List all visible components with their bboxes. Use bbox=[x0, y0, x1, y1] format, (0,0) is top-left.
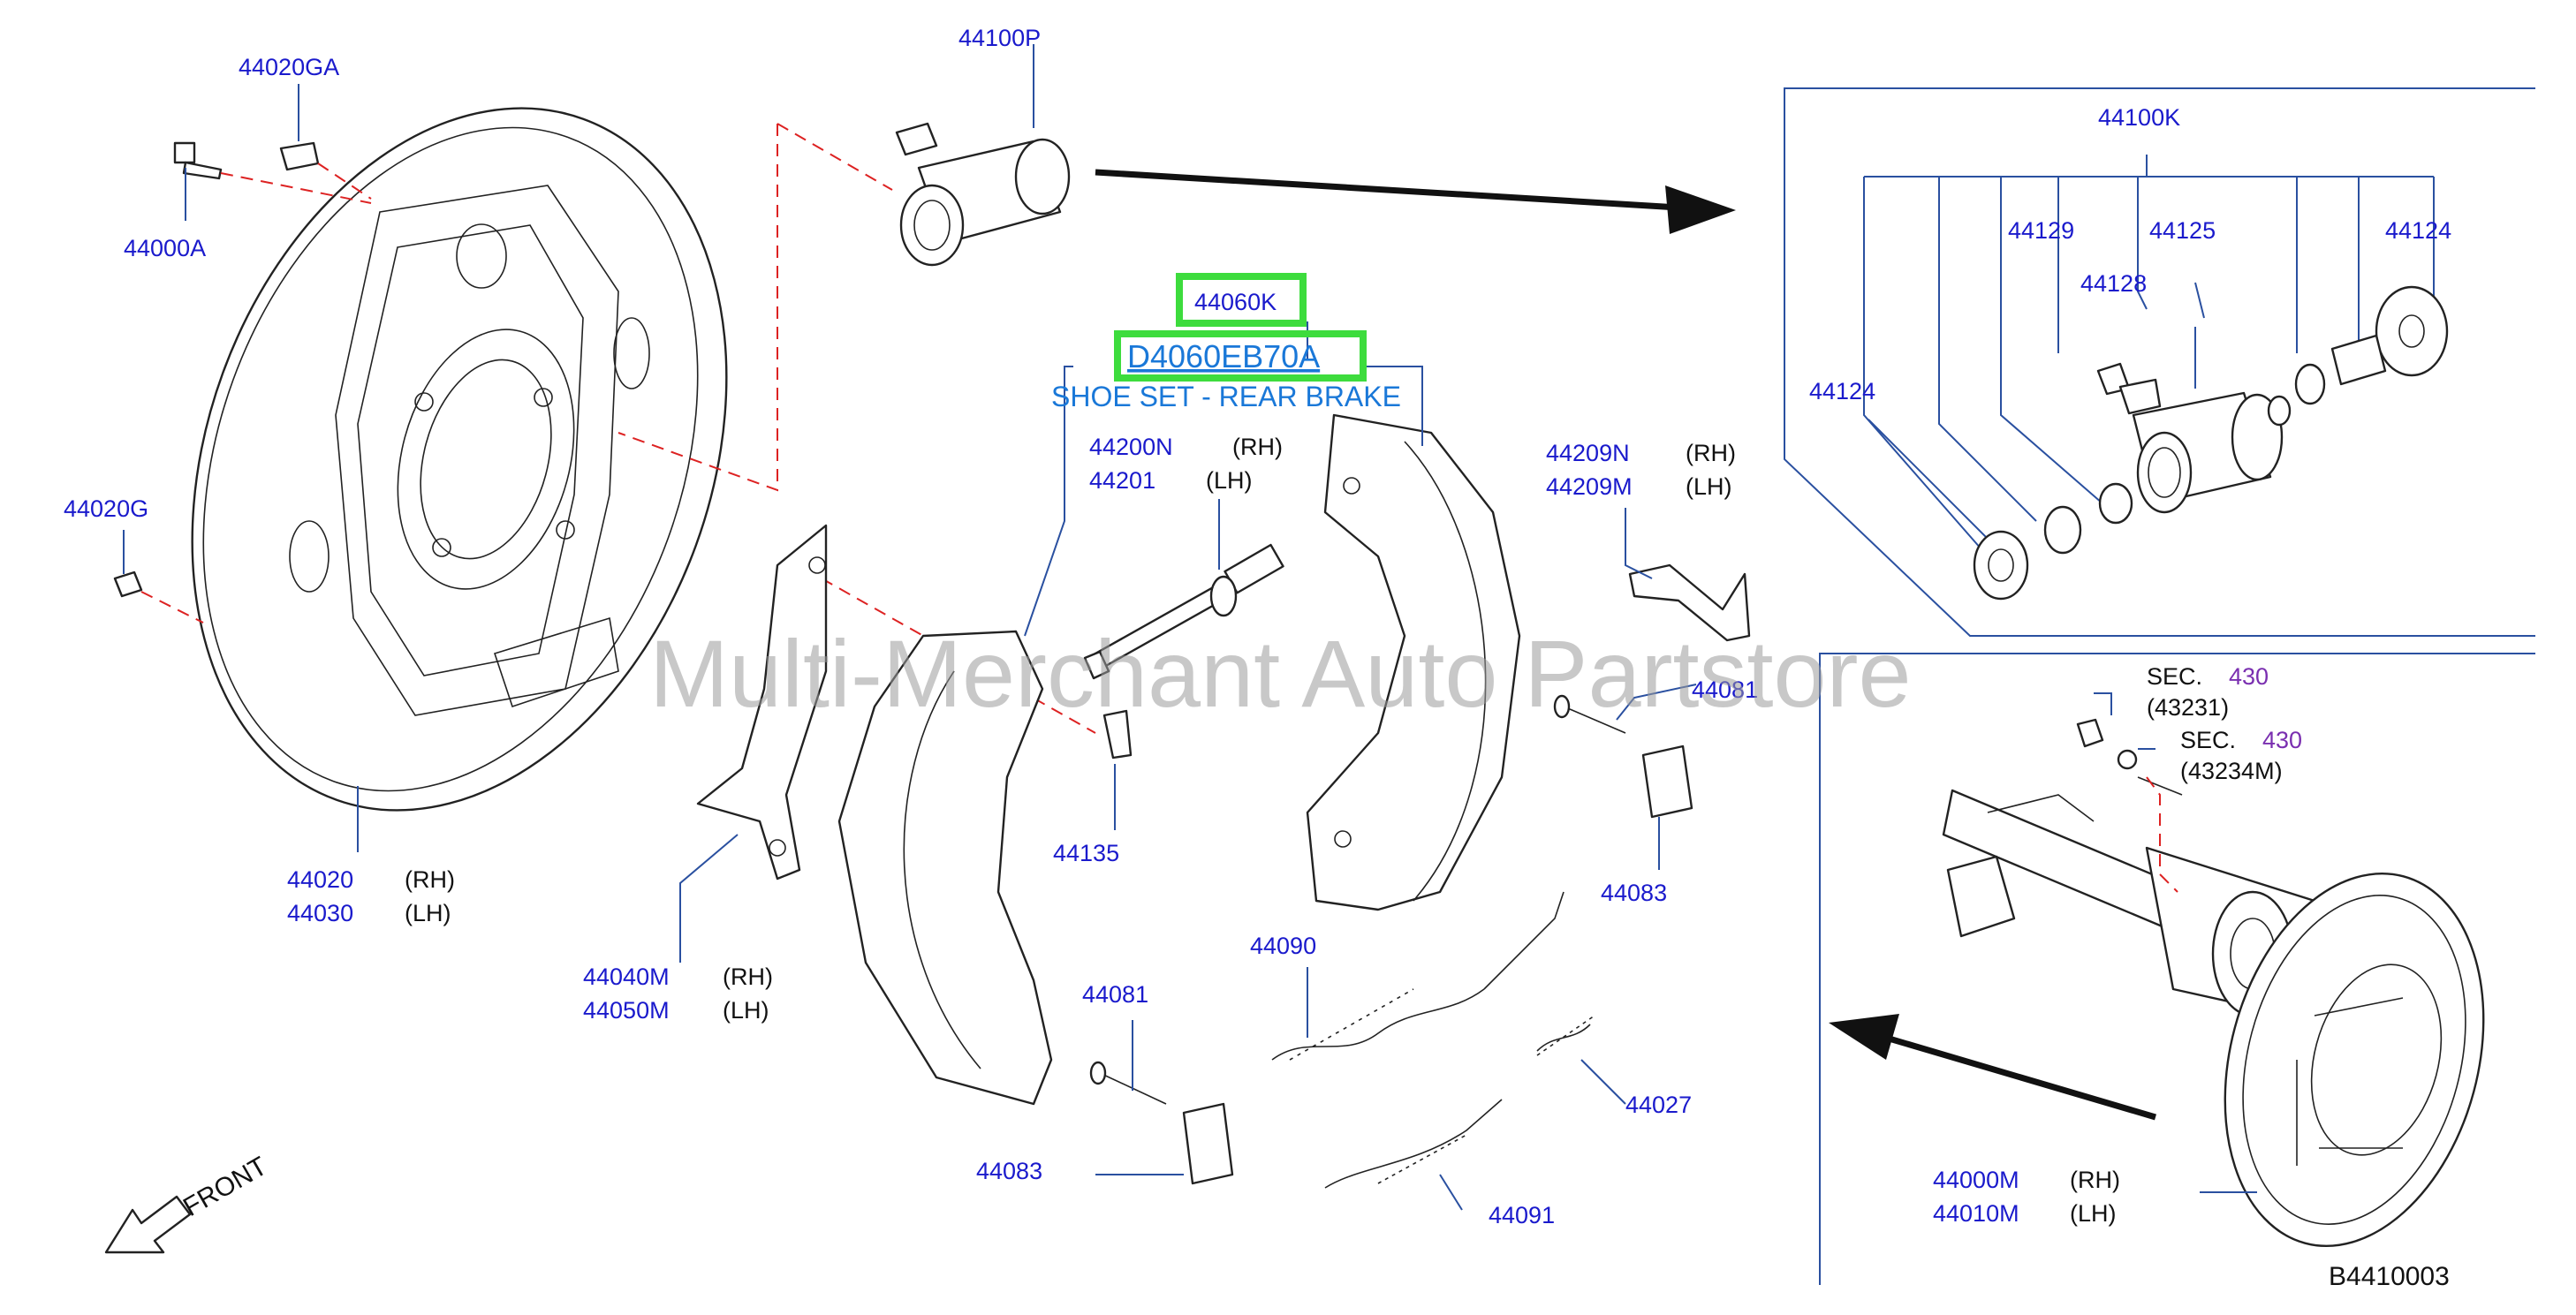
brake-shoe-right-drawing bbox=[1306, 413, 1521, 911]
hold-down-pin-drawing bbox=[1563, 706, 1626, 734]
highlight-box-oem-no bbox=[1114, 330, 1367, 382]
adjuster-lever-drawing bbox=[696, 524, 828, 880]
sec-ref-label: SEC. bbox=[2147, 663, 2202, 690]
label-44200N: 44200N bbox=[1089, 434, 1173, 460]
label-44209N: 44209N bbox=[1546, 440, 1630, 466]
label-side-rh: (RH) bbox=[1686, 440, 1736, 466]
label-44083: 44083 bbox=[976, 1158, 1042, 1184]
leader-lines bbox=[123, 44, 2257, 1211]
highlighted-part[interactable]: 44060K D4060EB70A SHOE SET - REAR BRAKE bbox=[1051, 273, 1401, 412]
label-side-lh: (LH) bbox=[723, 997, 769, 1024]
label-side-rh: (RH) bbox=[405, 866, 455, 893]
hold-down-cup-drawing bbox=[1641, 744, 1693, 819]
label-44020: 44020 bbox=[287, 866, 353, 893]
bolt-drawing bbox=[173, 141, 223, 180]
label-44081: 44081 bbox=[1082, 981, 1148, 1008]
assembly-line bbox=[2146, 776, 2178, 893]
retainer-pin-drawing bbox=[1102, 709, 1133, 760]
label-44027: 44027 bbox=[1625, 1092, 1692, 1118]
adjuster-drawing bbox=[1083, 543, 1284, 680]
sec-ref-label: SEC. bbox=[2180, 727, 2236, 753]
label-44020G: 44020G bbox=[64, 495, 148, 522]
arrow-to-assembly bbox=[1829, 1014, 2156, 1121]
brake-shoe-left-drawing bbox=[837, 630, 1053, 1106]
label-side-lh: (LH) bbox=[1686, 473, 1732, 500]
label-44010M: 44010M bbox=[1933, 1200, 2019, 1227]
label-44124: 44124 bbox=[2385, 217, 2451, 244]
label-side-rh: (RH) bbox=[1232, 434, 1283, 460]
label-44050M: 44050M bbox=[583, 997, 670, 1024]
brake-assembly-drawing bbox=[2224, 872, 2485, 1248]
backing-plate-drawing bbox=[191, 107, 728, 812]
label-44083: 44083 bbox=[1601, 880, 1667, 906]
diagram-code: B4410003 bbox=[2329, 1262, 2450, 1291]
label-44040M: 44040M bbox=[583, 964, 670, 990]
sec-ref-part: (43234M) bbox=[2180, 758, 2283, 784]
plug-drawing bbox=[113, 571, 143, 598]
assembly-line bbox=[617, 124, 778, 492]
label-44129: 44129 bbox=[2008, 217, 2074, 244]
label-side-lh: (LH) bbox=[2070, 1200, 2117, 1227]
label-44135: 44135 bbox=[1053, 840, 1119, 866]
label-side-lh: (LH) bbox=[405, 900, 451, 926]
hold-down-cup-drawing bbox=[1182, 1102, 1234, 1185]
label-44124: 44124 bbox=[1809, 378, 1875, 404]
front-label: FRONT bbox=[178, 1152, 272, 1222]
front-arrow-icon bbox=[104, 1195, 192, 1254]
highlight-part-number: 44060K bbox=[1194, 289, 1277, 315]
spring-drawing bbox=[1536, 1015, 1595, 1056]
sec-ref-part: (43231) bbox=[2147, 694, 2229, 721]
assembly-line bbox=[777, 123, 893, 191]
return-spring-drawing bbox=[1271, 891, 1565, 1061]
oem-part-link[interactable]: D4060EB70A bbox=[1127, 338, 1320, 374]
assembly-line bbox=[317, 162, 372, 200]
part-description: SHOE SET - REAR BRAKE bbox=[1051, 381, 1401, 412]
label-side-rh: (RH) bbox=[723, 964, 773, 990]
assembly-line bbox=[821, 578, 1096, 734]
label-side-lh: (LH) bbox=[1206, 467, 1253, 494]
label-44091: 44091 bbox=[1489, 1202, 1555, 1228]
label-44100K: 44100K bbox=[2098, 104, 2180, 131]
clip-drawing bbox=[279, 141, 320, 171]
wheel-cylinder-exploded-drawing bbox=[1863, 155, 2449, 601]
label-44000M: 44000M bbox=[1933, 1167, 2019, 1193]
highlight-box-part-no bbox=[1176, 273, 1307, 327]
spring-clip-drawing bbox=[1628, 563, 1751, 642]
label-44100P: 44100P bbox=[958, 25, 1041, 51]
label-44125: 44125 bbox=[2149, 217, 2216, 244]
assembly-line bbox=[140, 591, 204, 623]
label-44030: 44030 bbox=[287, 900, 353, 926]
watermark: Multi-Merchant Auto Partstore bbox=[649, 620, 1912, 727]
washer-drawing bbox=[2117, 749, 2138, 770]
label-side-rh: (RH) bbox=[2070, 1167, 2120, 1193]
sec-ref-number: 430 bbox=[2229, 663, 2269, 690]
wheel-cylinder-drawing bbox=[895, 122, 1071, 267]
label-44000A: 44000A bbox=[124, 235, 206, 261]
label-44128: 44128 bbox=[2080, 270, 2147, 297]
label-44201: 44201 bbox=[1089, 467, 1155, 494]
lower-spring-drawing bbox=[1324, 1099, 1503, 1189]
exploded-view-frame bbox=[1784, 87, 2535, 637]
sec-ref-number: 430 bbox=[2262, 727, 2302, 753]
assembly-view-frame bbox=[1819, 653, 2535, 1285]
label-44209M: 44209M bbox=[1546, 473, 1633, 500]
label-44081: 44081 bbox=[1692, 676, 1758, 703]
arrow-to-exploded-view bbox=[1095, 169, 1736, 234]
label-44090: 44090 bbox=[1250, 933, 1316, 959]
assembly-line bbox=[220, 172, 372, 204]
label-44020GA: 44020GA bbox=[239, 54, 339, 80]
nut-drawing bbox=[2076, 718, 2104, 748]
